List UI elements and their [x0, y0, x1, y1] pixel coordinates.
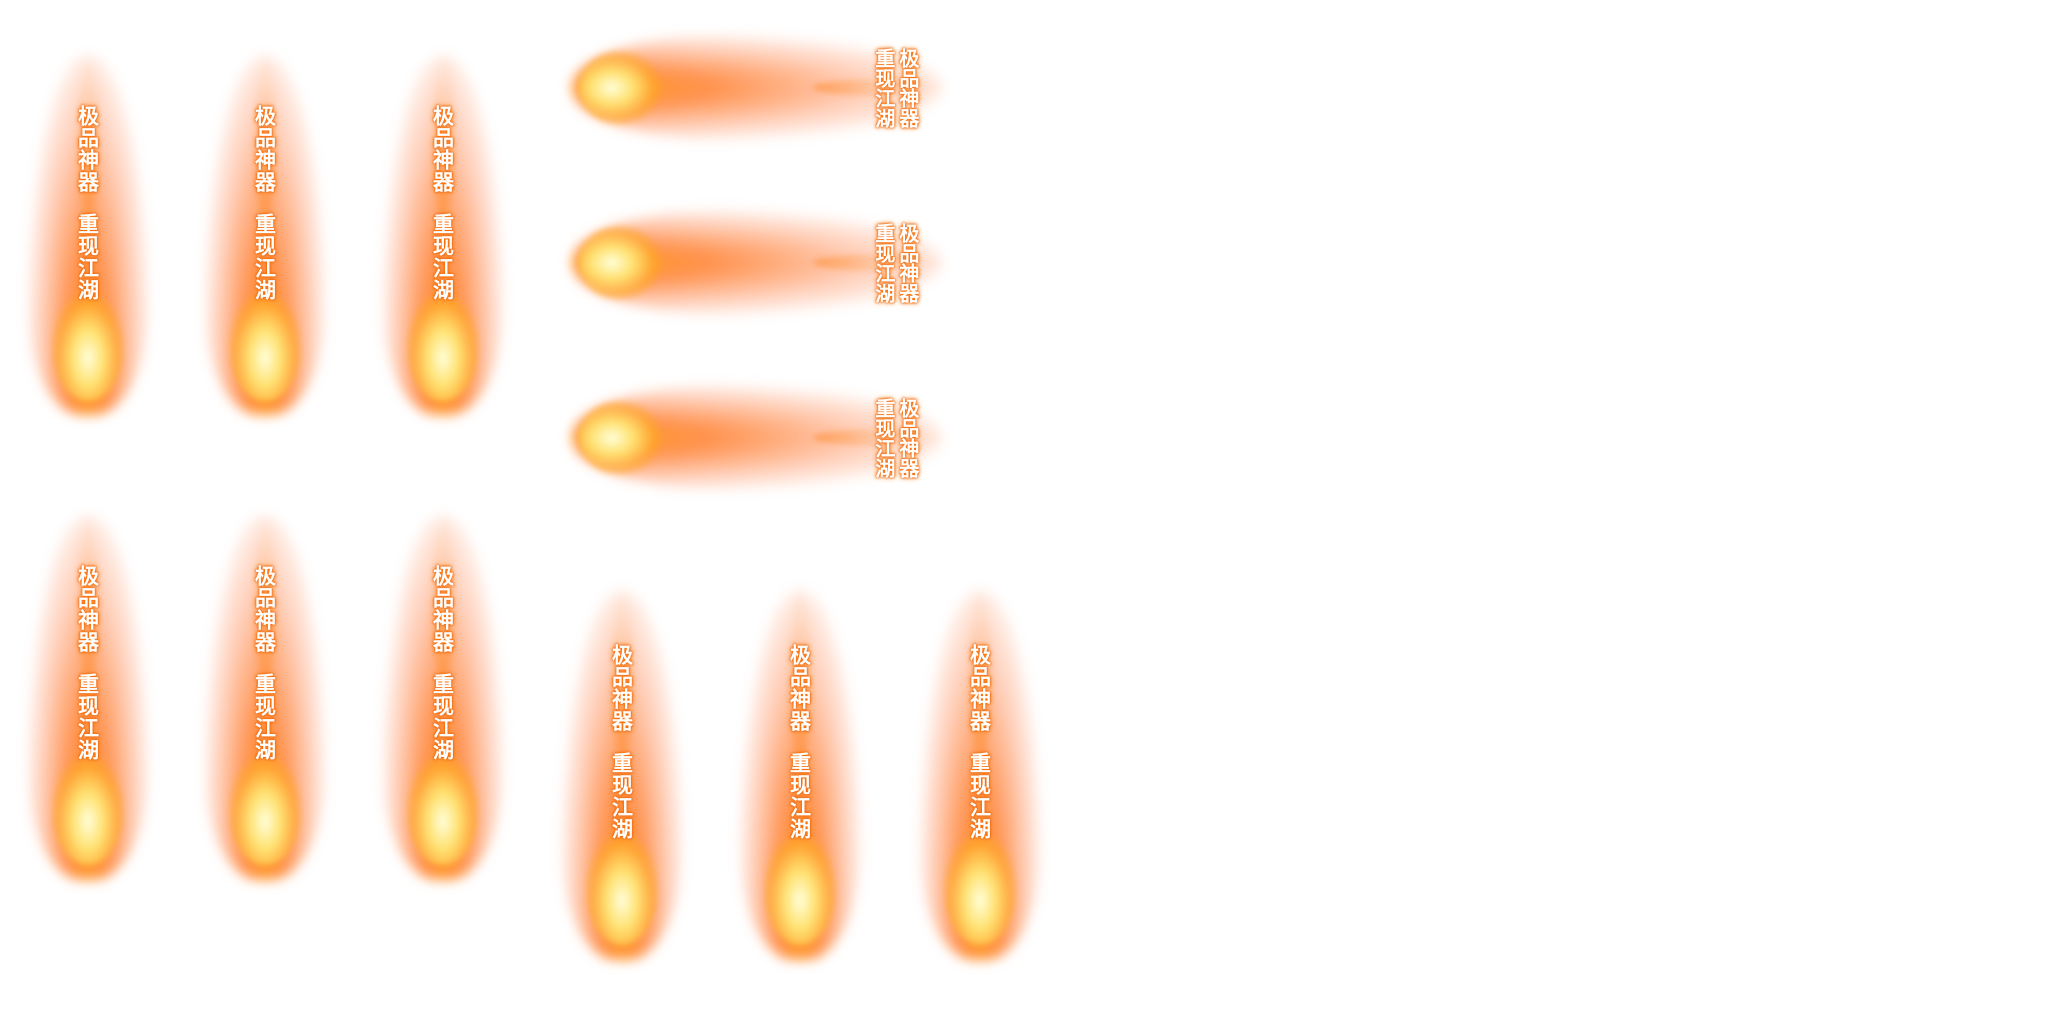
- flame-core: [407, 755, 479, 866]
- flame-core: [586, 834, 658, 946]
- caption-line-1: 极品神器: [895, 47, 920, 128]
- flame-sprite-frame: 极品神器重现江湖: [383, 515, 503, 880]
- flame-caption: 极品神器 重现江湖: [872, 398, 920, 478]
- flame-core: [579, 400, 661, 475]
- flame-sprite-frame: 极品神器重现江湖: [383, 55, 503, 415]
- flame-sprite-frame: 极品神器重现江湖: [205, 515, 325, 880]
- caption-line-2: 重现江湖: [787, 752, 813, 840]
- flame-sprite-frame: 极品神器重现江湖: [562, 590, 682, 960]
- flame-sprite-frame-horizontal: 极品神器 重现江湖: [572, 210, 942, 315]
- flame-core: [764, 834, 836, 946]
- flame-core: [229, 755, 301, 866]
- flame-core: [944, 834, 1016, 946]
- flame-caption: 极品神器重现江湖: [252, 565, 279, 761]
- caption-line-2: 重现江湖: [252, 213, 278, 301]
- flame-sprite-frame: 极品神器重现江湖: [740, 590, 860, 960]
- flame-caption: 极品神器重现江湖: [430, 105, 457, 301]
- flame-core: [407, 292, 479, 401]
- caption-line-2: 重现江湖: [75, 673, 101, 761]
- flame-caption: 极品神器重现江湖: [75, 105, 102, 301]
- flame-wisp: [432, 515, 454, 680]
- caption-line-1: 极品神器: [252, 565, 278, 653]
- flame-sprite-frame: 极品神器重现江湖: [205, 55, 325, 415]
- flame-sprite-frame: 极品神器重现江湖: [920, 590, 1040, 960]
- flame-wisp: [611, 590, 633, 757]
- flame-caption: 极品神器重现江湖: [430, 565, 457, 761]
- flame-core: [229, 292, 301, 401]
- caption-line-2: 重现江湖: [609, 752, 635, 840]
- flame-wisp: [77, 55, 99, 217]
- caption-line-2: 重现江湖: [75, 213, 101, 301]
- caption-line-2: 重现江湖: [967, 752, 993, 840]
- caption-line-1: 极品神器: [967, 644, 993, 732]
- flame-sprite-frame: 极品神器重现江湖: [28, 515, 148, 880]
- caption-line-2: 重现江湖: [871, 47, 896, 128]
- flame-core: [579, 50, 661, 125]
- flame-wisp: [789, 590, 811, 757]
- caption-line-2: 重现江湖: [430, 673, 456, 761]
- flame-sprite-frame-horizontal: 极品神器 重现江湖: [572, 35, 942, 140]
- caption-line-1: 极品神器: [609, 644, 635, 732]
- flame-wisp: [254, 55, 276, 217]
- flame-wisp: [77, 515, 99, 680]
- caption-line-1: 极品神器: [895, 222, 920, 303]
- caption-line-2: 重现江湖: [871, 222, 896, 303]
- flame-wisp: [969, 590, 991, 757]
- caption-line-1: 极品神器: [787, 644, 813, 732]
- flame-caption: 极品神器重现江湖: [787, 644, 814, 840]
- caption-line-1: 极品神器: [252, 105, 278, 193]
- flame-sprite-frame: 极品神器重现江湖: [28, 55, 148, 415]
- flame-wisp: [432, 55, 454, 217]
- flame-core: [579, 225, 661, 300]
- caption-line-2: 重现江湖: [871, 397, 896, 478]
- caption-line-2: 重现江湖: [430, 213, 456, 301]
- caption-line-1: 极品神器: [75, 565, 101, 653]
- caption-line-2: 重现江湖: [252, 673, 278, 761]
- flame-caption: 极品神器重现江湖: [75, 565, 102, 761]
- flame-caption: 极品神器重现江湖: [252, 105, 279, 301]
- flame-wisp: [812, 79, 942, 96]
- caption-line-1: 极品神器: [430, 565, 456, 653]
- flame-caption: 极品神器重现江湖: [609, 644, 636, 840]
- flame-wisp: [254, 515, 276, 680]
- caption-line-1: 极品神器: [895, 397, 920, 478]
- caption-line-1: 极品神器: [75, 105, 101, 193]
- flame-core: [52, 755, 124, 866]
- caption-line-1: 极品神器: [430, 105, 456, 193]
- flame-core: [52, 292, 124, 401]
- flame-wisp: [812, 429, 942, 446]
- flame-sprite-frame-horizontal: 极品神器 重现江湖: [572, 385, 942, 490]
- flame-caption: 极品神器 重现江湖: [872, 223, 920, 303]
- flame-wisp: [812, 254, 942, 271]
- flame-caption: 极品神器重现江湖: [967, 644, 994, 840]
- flame-caption: 极品神器 重现江湖: [872, 48, 920, 128]
